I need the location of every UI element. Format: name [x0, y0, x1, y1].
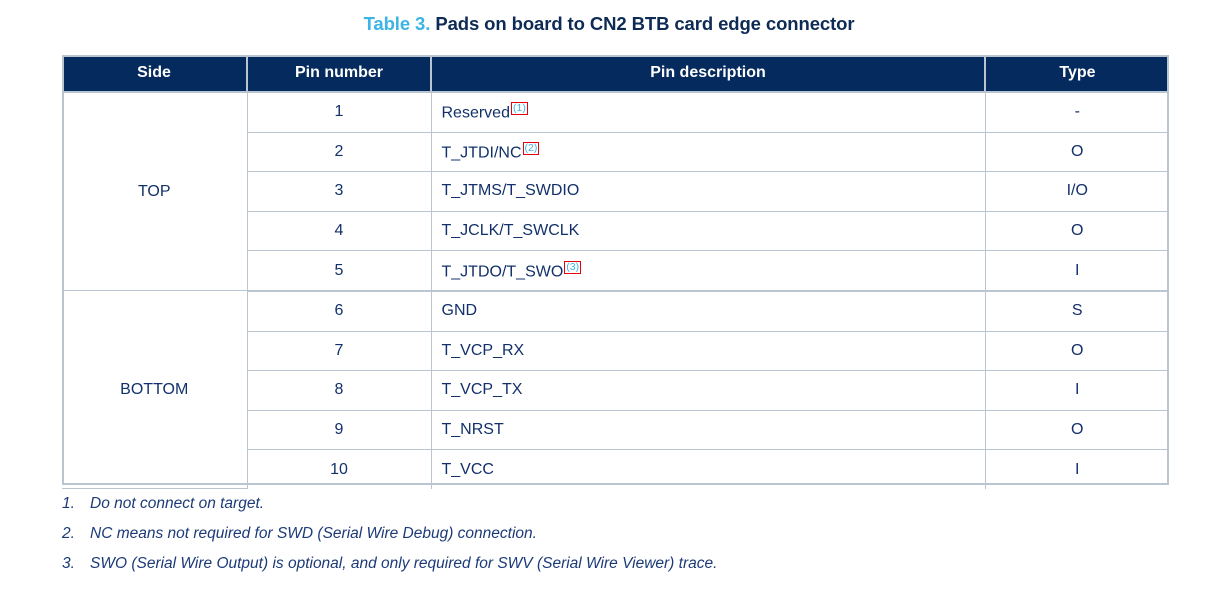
- footnote-number: 1.: [62, 495, 75, 512]
- type-cell: I/O: [985, 171, 1169, 212]
- footnote-ref-link[interactable]: (2): [522, 141, 540, 155]
- column-header-side: Side: [62, 55, 248, 93]
- pin-description-text: T_NRST: [441, 421, 504, 439]
- pin-description-text: T_VCP_RX: [441, 341, 525, 359]
- pin-description-text: T_JCLK/T_SWCLK: [441, 222, 580, 240]
- pin-description-text: Reserved: [441, 104, 510, 122]
- table-row: 9 T_NRST O: [62, 410, 1169, 451]
- pin-number-cell: 5: [247, 250, 432, 292]
- table-header-row: Side Pin number Pin description Type: [62, 55, 1169, 93]
- table-row: TOP 1 Reserved(1) -: [62, 92, 1169, 292]
- footnote-item: 1. Do not connect on target.: [62, 495, 1162, 525]
- table-caption-text: Pads on board to CN2 BTB card edge conne…: [435, 13, 855, 34]
- pin-mapping-table: Side Pin number Pin description Type TOP…: [62, 55, 1169, 490]
- pin-description-cell: GND: [431, 290, 986, 332]
- pin-description-cell: T_VCC: [431, 449, 986, 489]
- pin-number-cell: 7: [247, 331, 432, 372]
- type-cell: O: [985, 132, 1169, 173]
- pin-description-text: T_JTDI/NC: [441, 144, 522, 162]
- pin-description-cell: Reserved(1): [431, 92, 986, 133]
- pin-description-text: T_JTDO/T_SWO: [441, 262, 564, 280]
- pin-description-cell: T_JTDI/NC(2): [431, 132, 986, 173]
- footnote-text: SWO (Serial Wire Output) is optional, an…: [90, 555, 718, 572]
- footnote-ref-link[interactable]: (3): [564, 260, 582, 274]
- table-row: 8 T_VCP_TX I: [62, 370, 1169, 411]
- table-row: 3 T_JTMS/T_SWDIO I/O: [62, 171, 1169, 212]
- type-cell: -: [985, 92, 1169, 133]
- table-row: 2 T_JTDI/NC(2) O: [62, 132, 1169, 173]
- table-body: TOP 1 Reserved(1) - 2 T_JTDI/NC(2) O 3 T…: [62, 92, 1169, 490]
- type-cell: I: [1075, 460, 1080, 478]
- table-caption: Table 3. Pads on board to CN2 BTB card e…: [0, 13, 1218, 35]
- table-row: 7 T_VCP_RX O: [62, 331, 1169, 372]
- table-row: 5 T_JTDO/T_SWO(3) I: [62, 250, 1169, 292]
- footnote-text: NC means not required for SWD (Serial Wi…: [90, 525, 537, 542]
- pin-description-cell: T_VCP_TX: [431, 370, 986, 411]
- footnote-list: 1. Do not connect on target. 2. NC means…: [62, 495, 1162, 585]
- column-header-type: Type: [985, 55, 1169, 93]
- type-cell: O: [985, 211, 1169, 252]
- footnote-text: Do not connect on target.: [90, 495, 265, 512]
- footnote-ref-link[interactable]: (1): [510, 102, 528, 116]
- table-row: 10 T_VCC I: [62, 449, 1169, 489]
- type-cell: I: [985, 370, 1169, 411]
- table-row: BOTTOM 6 GND S: [62, 290, 1169, 490]
- pin-number-cell: 10: [247, 449, 432, 489]
- pin-number-cell: 9: [247, 410, 432, 451]
- type-cell: O: [985, 331, 1169, 372]
- pin-description-text: T_VCP_TX: [441, 381, 523, 399]
- pin-number-cell: 4: [247, 211, 432, 252]
- type-cell: S: [985, 290, 1169, 332]
- side-cell-top: TOP: [62, 92, 248, 292]
- pin-description-cell: T_JCLK/T_SWCLK: [431, 211, 986, 252]
- pin-description-cell: T_JTMS/T_SWDIO: [431, 171, 986, 212]
- pin-number-cell: 6: [247, 290, 432, 332]
- pin-description-cell: T_VCP_RX: [431, 331, 986, 372]
- pin-description-cell: T_JTDO/T_SWO(3): [431, 250, 986, 292]
- table-caption-label: Table 3.: [363, 13, 431, 34]
- footnote-number: 2.: [62, 525, 75, 542]
- footnote-number: 3.: [62, 555, 75, 572]
- column-header-pin-number: Pin number: [247, 55, 432, 93]
- pin-number-cell: 1: [247, 92, 432, 133]
- pin-number-cell: 3: [247, 171, 432, 212]
- pin-description-text: T_JTMS/T_SWDIO: [441, 182, 580, 200]
- pin-number-cell: 2: [247, 132, 432, 173]
- type-cell: I: [985, 250, 1169, 292]
- footnote-item: 2. NC means not required for SWD (Serial…: [62, 525, 1162, 555]
- pin-description-text: T_VCC: [441, 460, 494, 478]
- pin-number-cell: 8: [247, 370, 432, 411]
- footnote-item: 3. SWO (Serial Wire Output) is optional,…: [62, 555, 1162, 585]
- pin-description-cell: T_NRST: [431, 410, 986, 451]
- pin-description-text: GND: [441, 302, 478, 320]
- column-header-pin-description: Pin description: [431, 55, 986, 93]
- table-row: 4 T_JCLK/T_SWCLK O: [62, 211, 1169, 252]
- type-cell: O: [985, 410, 1169, 451]
- side-cell-bottom: BOTTOM: [62, 290, 248, 490]
